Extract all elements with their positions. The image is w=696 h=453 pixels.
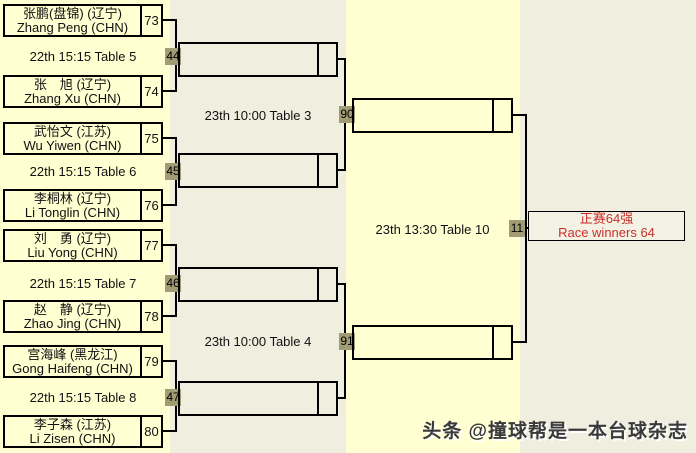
round2-schedule-1: 23th 10:00 Table 3 — [204, 108, 312, 123]
player-name-en: Liu Yong (CHN) — [27, 244, 118, 260]
connector-line — [161, 137, 177, 139]
player-name-cn: 刘 勇 (辽宁) — [33, 230, 112, 246]
connector-line — [161, 19, 177, 21]
player-name-en: Zhang Xu (CHN) — [24, 90, 121, 106]
match-number-badge: 44 — [165, 48, 181, 65]
slot-divider — [317, 383, 319, 414]
slot-divider — [317, 155, 319, 186]
player-name-cn: 赵 静 (辽宁) — [33, 301, 112, 317]
final-schedule: 23th 13:30 Table 10 — [375, 222, 490, 237]
slot-divider — [492, 100, 494, 131]
connector-line — [161, 360, 177, 362]
player-name-cn: 宫海峰 (黑龙江) — [27, 346, 118, 362]
round1-schedule-1: 22th 15:15 Table 5 — [29, 49, 137, 64]
round2-schedule-2: 23th 10:00 Table 4 — [204, 334, 312, 349]
match-number-badge: 11 — [509, 220, 525, 237]
match-number-badge: 45 — [165, 163, 181, 180]
player-name: 武怡文 (江苏) Wu Yiwen (CHN) — [5, 124, 140, 153]
round3-winner-slot-2 — [352, 325, 513, 360]
player-seed: 77 — [140, 231, 161, 260]
round1-schedule-4: 22th 15:15 Table 8 — [29, 390, 137, 405]
round1-schedule-2: 22th 15:15 Table 6 — [29, 164, 137, 179]
player-name-en: Li Tonglin (CHN) — [24, 204, 121, 220]
match-number-badge: 46 — [165, 275, 181, 292]
slot-divider — [492, 327, 494, 358]
player-box-75: 武怡文 (江苏) Wu Yiwen (CHN) 75 — [3, 122, 163, 155]
match-number-badge: 47 — [165, 389, 181, 406]
player-box-78: 赵 静 (辽宁) Zhao Jing (CHN) 78 — [3, 300, 163, 333]
connector-line — [161, 430, 177, 432]
player-name: 张 旭 (辽宁) Zhang Xu (CHN) — [5, 77, 140, 106]
match-number-badge: 90 — [339, 106, 355, 123]
player-name-en: Gong Haifeng (CHN) — [12, 360, 133, 376]
connector-line — [336, 397, 346, 399]
player-seed: 79 — [140, 347, 161, 376]
player-name-en: Zhao Jing (CHN) — [23, 315, 122, 331]
round2-winner-slot-1 — [178, 42, 338, 77]
player-name: 赵 静 (辽宁) Zhao Jing (CHN) — [5, 302, 140, 331]
round1-schedule-3: 22th 15:15 Table 7 — [29, 276, 137, 291]
bracket-column-round3 — [346, 0, 520, 453]
round2-winner-slot-2 — [178, 153, 338, 188]
player-name: 李桐林 (辽宁) Li Tonglin (CHN) — [5, 191, 140, 220]
destination-line-cn: 正赛64强 — [579, 211, 634, 226]
connector-line — [161, 244, 177, 246]
player-name-en: Wu Yiwen (CHN) — [23, 137, 122, 153]
round3-winner-slot-1 — [352, 98, 513, 133]
player-box-76: 李桐林 (辽宁) Li Tonglin (CHN) 76 — [3, 189, 163, 222]
connector-line — [511, 114, 527, 116]
destination-box: 正赛64强 Race winners 64 — [528, 211, 685, 241]
player-box-77: 刘 勇 (辽宁) Liu Yong (CHN) 77 — [3, 229, 163, 262]
slot-divider — [317, 44, 319, 75]
connector-line — [336, 58, 346, 60]
bracket-column-round1 — [0, 0, 170, 453]
player-seed: 80 — [140, 417, 161, 446]
player-name-cn: 李子森 (江苏) — [33, 416, 112, 432]
connector-line — [336, 169, 346, 171]
connector-line — [161, 204, 177, 206]
connector-line — [336, 283, 346, 285]
player-name: 李子森 (江苏) Li Zisen (CHN) — [5, 417, 140, 446]
player-name-cn: 武怡文 (江苏) — [33, 123, 112, 139]
player-box-74: 张 旭 (辽宁) Zhang Xu (CHN) 74 — [3, 75, 163, 108]
player-seed: 78 — [140, 302, 161, 331]
round2-winner-slot-3 — [178, 267, 338, 302]
watermark-text: 头条 @撞球帮是一本台球杂志 — [422, 421, 688, 442]
destination-line-en: Race winners 64 — [558, 225, 655, 240]
connector-line — [511, 341, 527, 343]
player-seed: 76 — [140, 191, 161, 220]
player-name-en: Li Zisen (CHN) — [29, 430, 116, 446]
player-box-79: 宫海峰 (黑龙江) Gong Haifeng (CHN) 79 — [3, 345, 163, 378]
player-name-cn: 张鹏(盘锦) (辽宁) — [23, 5, 122, 21]
connector-line — [525, 227, 530, 229]
player-box-73: 张鹏(盘锦) (辽宁) Zhang Peng (CHN) 73 — [3, 4, 163, 37]
round2-winner-slot-4 — [178, 381, 338, 416]
player-seed: 73 — [140, 6, 161, 35]
connector-line — [161, 90, 177, 92]
player-seed: 74 — [140, 77, 161, 106]
player-seed: 75 — [140, 124, 161, 153]
player-name-cn: 张 旭 (辽宁) — [33, 76, 112, 92]
player-name-cn: 李桐林 (辽宁) — [33, 190, 112, 206]
player-name: 刘 勇 (辽宁) Liu Yong (CHN) — [5, 231, 140, 260]
match-number-badge: 91 — [339, 333, 355, 350]
player-box-80: 李子森 (江苏) Li Zisen (CHN) 80 — [3, 415, 163, 448]
slot-divider — [317, 269, 319, 300]
connector-line — [161, 315, 177, 317]
player-name: 张鹏(盘锦) (辽宁) Zhang Peng (CHN) — [5, 6, 140, 35]
player-name: 宫海峰 (黑龙江) Gong Haifeng (CHN) — [5, 347, 140, 376]
player-name-en: Zhang Peng (CHN) — [16, 19, 129, 35]
